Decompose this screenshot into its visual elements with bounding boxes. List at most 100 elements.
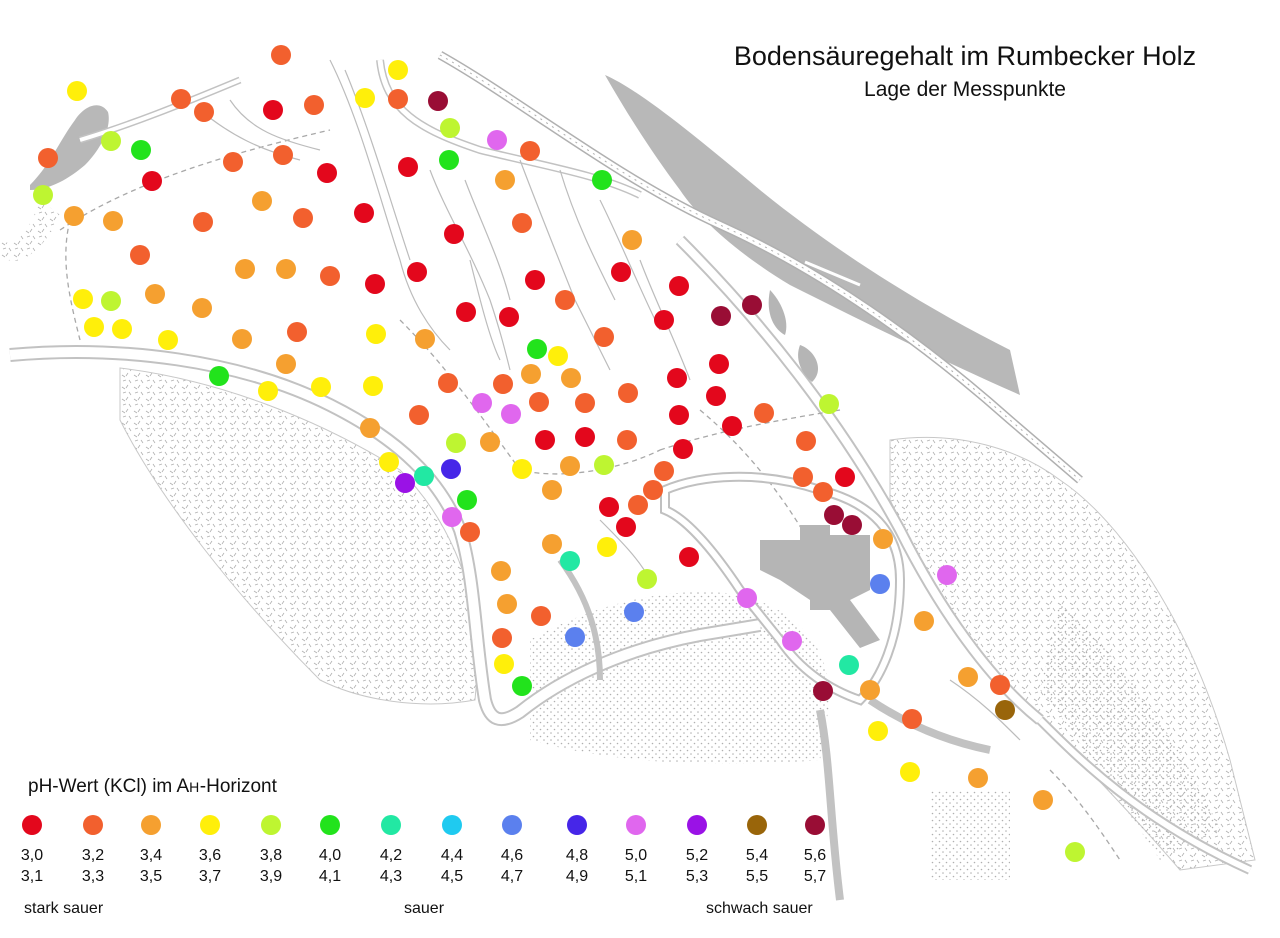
measurement-point [542, 480, 562, 500]
measurement-point [669, 405, 689, 425]
measurement-point [900, 762, 920, 782]
measurement-point [860, 680, 880, 700]
legend-swatch [747, 815, 767, 835]
measurement-point [263, 100, 283, 120]
measurement-point [145, 284, 165, 304]
measurement-point [158, 330, 178, 350]
measurement-point [594, 455, 614, 475]
legend-swatch [141, 815, 161, 835]
measurement-point [304, 95, 324, 115]
measurement-point [990, 675, 1010, 695]
legend-label-bottom: 4,7 [500, 868, 524, 885]
legend-swatch [320, 815, 340, 835]
measurement-point [428, 91, 448, 111]
measurement-point [365, 274, 385, 294]
measurement-point [409, 405, 429, 425]
measurement-point [560, 551, 580, 571]
measurement-point [444, 224, 464, 244]
legend-label-top: 5,2 [685, 847, 709, 864]
acidity-label-strong: stark sauer [24, 900, 104, 917]
railway [437, 51, 1083, 484]
measurement-point [914, 611, 934, 631]
measurement-point [235, 259, 255, 279]
measurement-point [565, 627, 585, 647]
measurement-point [379, 452, 399, 472]
legend-label-bottom: 5,5 [745, 868, 769, 885]
pond [30, 105, 109, 190]
measurement-point [363, 376, 383, 396]
measurement-point [742, 295, 762, 315]
acidity-label-medium: sauer [404, 900, 445, 917]
legend-swatch [502, 815, 522, 835]
measurement-point [293, 208, 313, 228]
measurement-point [460, 522, 480, 542]
meadow-hill-left [0, 200, 60, 261]
measurement-point [472, 393, 492, 413]
legend-label-bottom: 4,3 [379, 868, 403, 885]
legend-label-top: 5,0 [624, 847, 648, 864]
measurement-point [796, 431, 816, 451]
legend-label-bottom: 3,1 [20, 868, 44, 885]
measurement-point [611, 262, 631, 282]
measurement-point [819, 394, 839, 414]
measurement-point [575, 393, 595, 413]
measurement-point [754, 403, 774, 423]
measurement-point [958, 667, 978, 687]
measurement-point [192, 298, 212, 318]
measurement-point [560, 456, 580, 476]
measurement-point [209, 366, 229, 386]
measurement-point [101, 291, 121, 311]
legend-label-top: 4,8 [565, 847, 589, 864]
measurement-point [937, 565, 957, 585]
legend-label-bottom: 4,1 [318, 868, 342, 885]
legend-swatch [687, 815, 707, 835]
legend-label-top: 3,2 [81, 847, 105, 864]
meadow-east-stipple [1040, 600, 1220, 860]
measurement-point [525, 270, 545, 290]
measurement-point [497, 594, 517, 614]
measurement-point [440, 118, 460, 138]
legend-title: pH-Wert (KCl) im AH-Horizont [28, 776, 277, 798]
measurement-point [439, 150, 459, 170]
measurement-point [232, 329, 252, 349]
measurement-point [616, 517, 636, 537]
measurement-point [512, 459, 532, 479]
measurement-point [995, 700, 1015, 720]
measurement-point [407, 262, 427, 282]
measurement-point [793, 467, 813, 487]
legend-label-bottom: 3,3 [81, 868, 105, 885]
legend-label-top: 3,8 [259, 847, 283, 864]
measurement-point [711, 306, 731, 326]
measurement-point [311, 377, 331, 397]
creeks [199, 59, 1021, 741]
measurement-point [709, 354, 729, 374]
legend-label-bottom: 3,9 [259, 868, 283, 885]
legend-label-top: 4,6 [500, 847, 524, 864]
measurement-point [868, 721, 888, 741]
measurement-point [824, 505, 844, 525]
measurement-point [131, 140, 151, 160]
measurement-point [722, 416, 742, 436]
measurement-point [501, 404, 521, 424]
measurement-point [84, 317, 104, 337]
measurement-point [492, 628, 512, 648]
measurement-point [628, 495, 648, 515]
measurement-point [592, 170, 612, 190]
legend-label-bottom: 3,7 [198, 868, 222, 885]
measurement-point [73, 289, 93, 309]
measurement-point [360, 418, 380, 438]
measurement-point [494, 654, 514, 674]
measurement-point [1033, 790, 1053, 810]
measurement-point [495, 170, 515, 190]
measurement-point [398, 157, 418, 177]
measurement-point [487, 130, 507, 150]
measurement-point [531, 606, 551, 626]
map-subtitle: Lage der Messpunkte [864, 78, 1066, 101]
measurement-point [968, 768, 988, 788]
